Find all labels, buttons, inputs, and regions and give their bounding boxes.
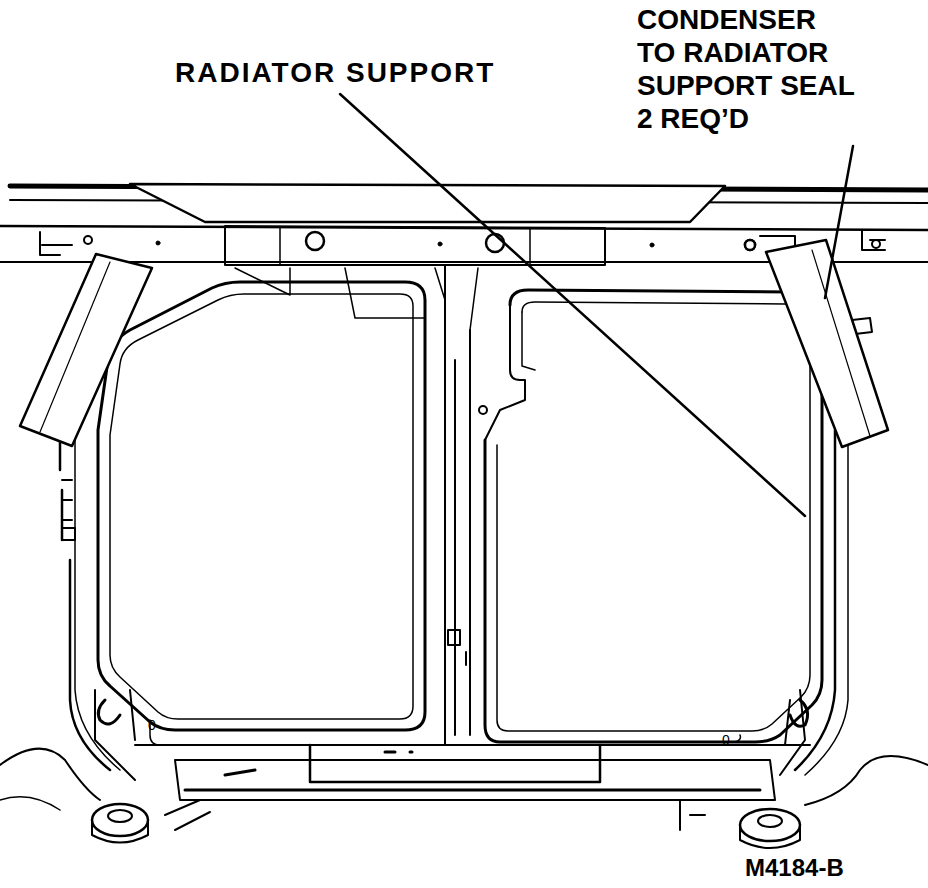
callout-label: CONDENSER TO RADIATOR SUPPORT SEAL 2 REQ… bbox=[637, 3, 859, 135]
figure-number: M4184-B bbox=[745, 854, 844, 882]
svg-text:0: 0 bbox=[148, 717, 156, 733]
part-label: RADIATOR SUPPORT bbox=[175, 56, 495, 89]
